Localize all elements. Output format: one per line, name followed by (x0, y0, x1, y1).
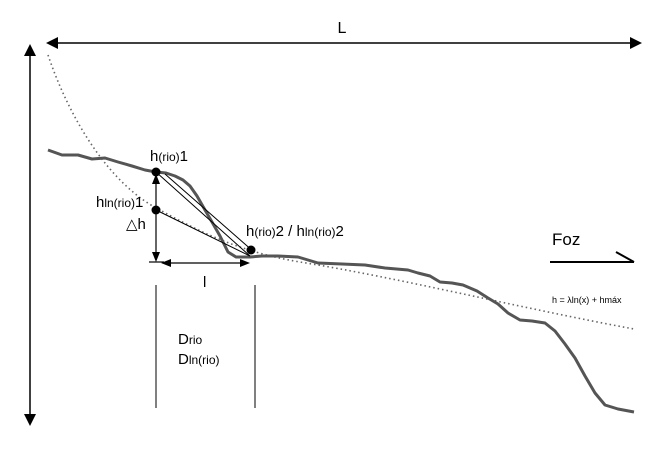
formula-label: h = λln(x) + hmáx (552, 295, 622, 305)
ln-slope-line (155, 209, 251, 257)
height-axis-arrow (24, 44, 36, 426)
l-distance-arrow (161, 259, 250, 267)
length-label: L (338, 20, 347, 37)
foz-arrow (550, 251, 635, 263)
d-ln-label: Dln(rio) (178, 351, 220, 368)
delta-h-arrow (149, 174, 164, 263)
river-profile-line (47, 148, 635, 414)
h2-label: h(rio)2 / hln(rio)2 (246, 223, 344, 240)
l-label: l (203, 274, 206, 291)
h-ln-1-label: hln(rio)1 (96, 194, 143, 211)
h2-point (246, 245, 256, 255)
foz-label: Foz (552, 230, 580, 249)
length-arrow (46, 37, 642, 49)
h-ln-1-point (151, 205, 161, 215)
h-rio-1-label: h(rio)1 (150, 148, 188, 165)
h-rio-1-point (151, 167, 161, 177)
delta-h-label: △h (126, 216, 146, 233)
rio-slope-line-2 (164, 173, 255, 253)
log-fit-curve (47, 54, 635, 330)
d-rio-label: Drio (178, 331, 203, 348)
rio-slope-line (155, 171, 251, 257)
